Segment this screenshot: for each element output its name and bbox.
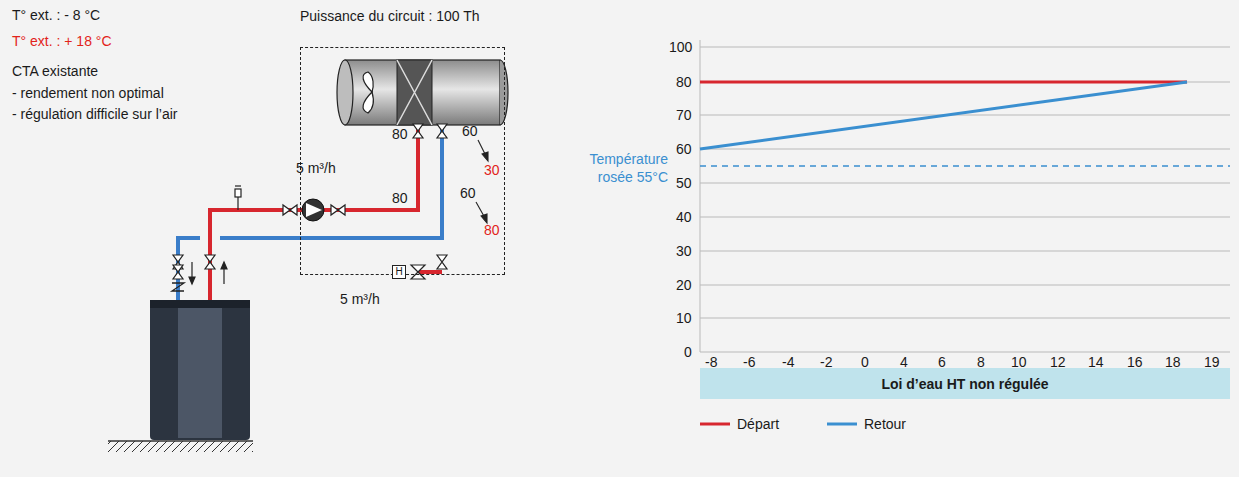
dew-point-line: [700, 165, 1230, 167]
axis-tick-label: 12: [1050, 354, 1066, 370]
annotation: T° ext. : - 8 °C: [12, 7, 100, 23]
annotation: - rendement non optimal: [12, 85, 164, 101]
axis-tick-label: 10: [1011, 354, 1027, 370]
chart-grid: [700, 40, 1230, 352]
axis-tick-label: 4: [900, 354, 908, 370]
annotation: - régulation difficile sur l’air: [12, 106, 177, 122]
supply-pipe: [210, 125, 418, 300]
air-vent: [235, 186, 241, 210]
annotation: 60: [460, 185, 476, 201]
axis-tick-label: 30: [676, 243, 692, 259]
valve-symbol: [413, 124, 423, 138]
axis-tick-label: 6: [938, 354, 946, 370]
valve-symbol: [411, 265, 425, 279]
boiler: [150, 300, 250, 440]
axis-tick-label: 8: [977, 354, 985, 370]
annotation: 80: [484, 222, 500, 238]
axis-tick-label: 50: [676, 175, 692, 191]
annotation: 60: [462, 123, 478, 139]
return-curve: [700, 82, 1187, 149]
ground: [108, 441, 253, 452]
axis-tick-label: 18: [1165, 354, 1181, 370]
pump-symbol: [302, 199, 324, 221]
node-text: Loi d’eau HT non régulée: [881, 376, 1048, 392]
annotation: CTA existante: [12, 63, 98, 79]
dew-point-label: Température rosée 55°C: [568, 150, 668, 186]
axis-tick-label: -4: [782, 354, 794, 370]
axis-tick-label: 40: [676, 209, 692, 225]
axis-tick-label: 10: [676, 310, 692, 326]
axis-tick-label: 60: [676, 141, 692, 157]
water-law-band: Loi d’eau HT non régulée: [700, 368, 1230, 399]
legend-text: Départ: [737, 416, 779, 432]
axis-tick-label: -6: [743, 354, 755, 370]
legend-line-sample: [827, 421, 859, 427]
axis-tick-label: -2: [820, 354, 832, 370]
legend-line-sample: [700, 421, 732, 427]
valve-symbol: [205, 255, 215, 269]
axis-tick-label: -8: [705, 354, 717, 370]
supply-curve: [700, 81, 1187, 84]
annotation: 80: [392, 190, 408, 206]
valve-symbols: [173, 124, 447, 279]
valve-symbol: [173, 265, 183, 279]
axis-tick-label: 0: [684, 344, 692, 360]
axis-tick-label: 0: [861, 354, 869, 370]
valve-symbol: [283, 205, 297, 215]
valve-symbol: [331, 205, 345, 215]
check-valve: [172, 283, 184, 291]
return-pipe: [178, 125, 442, 300]
axis-tick-label: 19: [1204, 354, 1220, 370]
node-text: H: [395, 267, 402, 277]
valve-symbol: [437, 124, 447, 138]
annotation: 80: [392, 126, 408, 142]
annotation: 5 m³/h: [296, 160, 336, 176]
annotation: T° ext. : + 18 °C: [12, 33, 112, 49]
actuator-box: H: [392, 265, 406, 279]
annotation: 30: [484, 162, 500, 178]
axis-tick-label: 100: [669, 39, 692, 55]
change-arrows: [476, 140, 488, 223]
legend-text: Retour: [864, 416, 906, 432]
bypass-pipe: [418, 270, 442, 274]
axis-tick-label: 16: [1127, 354, 1143, 370]
axis-tick-label: 80: [676, 74, 692, 90]
axis-tick-label: 20: [676, 277, 692, 293]
axis-tick-label: 14: [1088, 354, 1104, 370]
annotation: 5 m³/h: [340, 291, 380, 307]
axis-tick-label: 70: [676, 107, 692, 123]
valve-symbol: [437, 255, 447, 269]
air-handling-unit: [337, 60, 508, 125]
node-text: Puissance du circuit : 100 Th: [300, 8, 505, 24]
